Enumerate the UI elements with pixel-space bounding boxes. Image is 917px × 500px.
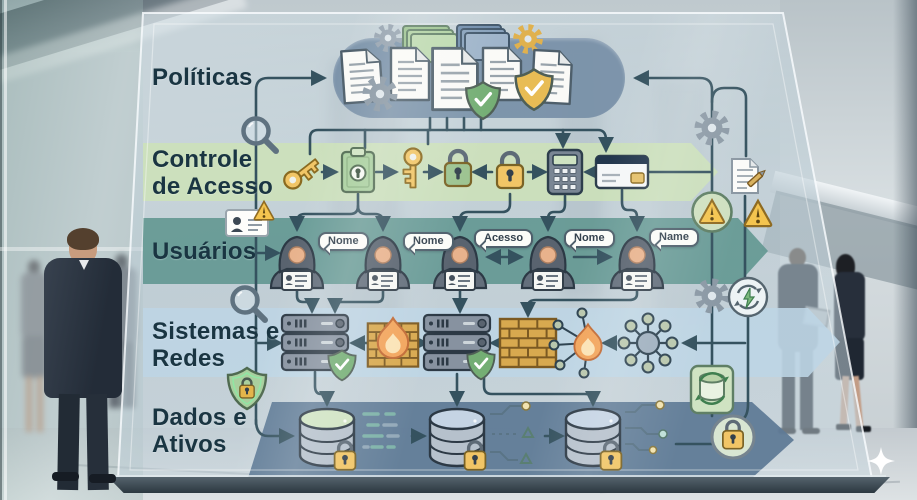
user-tag: Nome bbox=[318, 232, 369, 251]
id-badge-warning-icon bbox=[226, 201, 274, 236]
glass-wall-frame bbox=[0, 0, 2, 500]
firewall-bricks-icon bbox=[498, 317, 558, 369]
padlock-circle-icon bbox=[712, 416, 754, 458]
board-base bbox=[108, 477, 890, 493]
credit-card-icon bbox=[594, 154, 650, 190]
circuit-traces bbox=[625, 400, 668, 455]
magnifier-icon bbox=[233, 288, 266, 321]
calculator-icon bbox=[546, 148, 584, 196]
user-tag: Nome bbox=[403, 232, 454, 251]
refresh-bolt-icon bbox=[727, 276, 769, 318]
shield-check-green-icon bbox=[327, 349, 357, 382]
clipboard-lock-icon bbox=[340, 146, 376, 194]
gear-icon bbox=[377, 27, 399, 49]
policy-document-icon bbox=[389, 46, 431, 102]
database-refresh-icon bbox=[689, 364, 735, 415]
person-foreground-man bbox=[44, 228, 122, 491]
key-icon bbox=[279, 153, 324, 194]
padlock-gold-icon bbox=[497, 153, 523, 188]
row-label-politicas: Políticas bbox=[152, 64, 253, 91]
network-hub-icon bbox=[617, 312, 679, 374]
shield-check-green-icon bbox=[466, 348, 496, 381]
flame-network-icon bbox=[548, 307, 603, 379]
warning-circle-icon bbox=[693, 193, 732, 232]
user-tag: Nome bbox=[564, 229, 615, 248]
right-wall-edge bbox=[893, 0, 917, 500]
hooded-user-icon bbox=[269, 235, 325, 292]
row-label-usuarios: Usuários bbox=[152, 238, 257, 265]
document-pencil-icon bbox=[731, 158, 768, 194]
person-background-woman bbox=[16, 260, 56, 435]
glass-wall-frame bbox=[4, 0, 7, 500]
warning-triangle-icon bbox=[743, 199, 773, 228]
shield-lock-icon bbox=[228, 368, 266, 409]
gear-icon bbox=[699, 283, 726, 310]
user-tag: Name bbox=[649, 228, 699, 247]
gear-gold-icon bbox=[517, 28, 540, 51]
padlock-green-icon bbox=[445, 151, 471, 186]
board-base-highlight bbox=[112, 475, 886, 478]
connector-lines bbox=[254, 70, 750, 446]
gear-icon bbox=[699, 115, 726, 142]
key-icon bbox=[402, 147, 423, 189]
user-tag: Acesso bbox=[474, 229, 534, 248]
code-lines bbox=[362, 412, 400, 449]
circuit-traces bbox=[490, 401, 535, 464]
shield-check-green-icon bbox=[464, 80, 502, 121]
